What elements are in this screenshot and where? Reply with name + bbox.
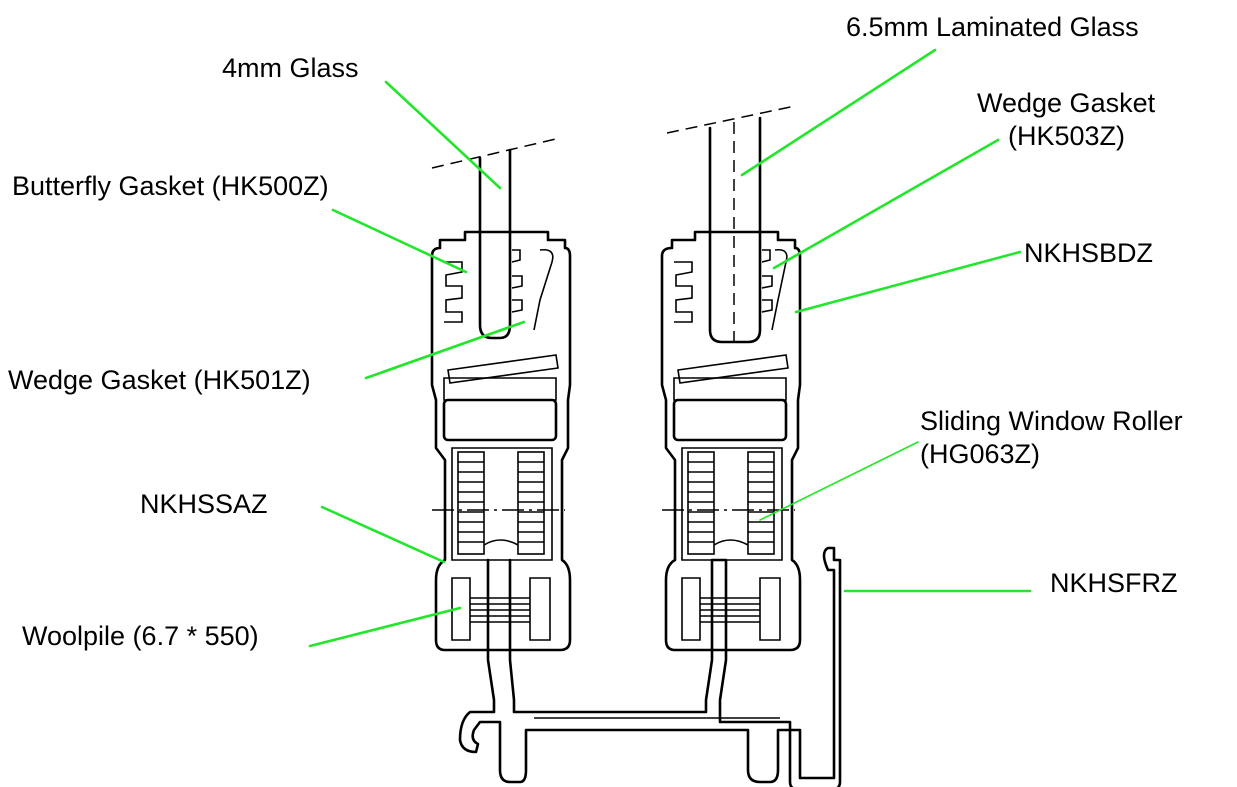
left-sash-profile (430, 230, 572, 652)
leader-wedge-gasket-hk501z (364, 320, 526, 380)
leader-nkhsbdz (794, 250, 1022, 314)
label-4mm-glass: 4mm Glass (222, 53, 359, 83)
leader-woolpile (308, 606, 462, 648)
leader-4mm-glass (384, 80, 502, 190)
label-wedge-gasket-hk503z-line1: Wedge Gasket (977, 88, 1156, 118)
label-roller-line1: Sliding Window Roller (920, 406, 1183, 436)
outer-frame-profile (458, 546, 842, 787)
right-sash-profile (660, 230, 802, 652)
leader-nkhssaz (320, 505, 446, 564)
leader-butterfly-gasket (331, 208, 468, 274)
laminated-glass-pane (666, 105, 796, 344)
label-butterfly-gasket: Butterfly Gasket (HK500Z) (12, 171, 329, 201)
label-nkhssaz: NKHSSAZ (140, 489, 268, 519)
label-woolpile: Woolpile (6.7 * 550) (22, 621, 259, 651)
label-nkhsbdz: NKHSBDZ (1024, 238, 1153, 268)
glass-4mm-pane (431, 137, 561, 340)
leader-wedge-gasket-hk503z (772, 138, 1000, 270)
label-roller-line2: (HG063Z) (920, 439, 1040, 469)
leader-laminated-glass (740, 48, 937, 177)
label-wedge-gasket-hk503z-line2: (HK503Z) (1008, 121, 1125, 151)
label-laminated-glass: 6.5mm Laminated Glass (846, 12, 1139, 42)
label-nkhsfrz: NKHSFRZ (1050, 568, 1178, 598)
label-wedge-gasket-hk501z: Wedge Gasket (HK501Z) (8, 365, 311, 395)
leader-roller (759, 441, 919, 521)
